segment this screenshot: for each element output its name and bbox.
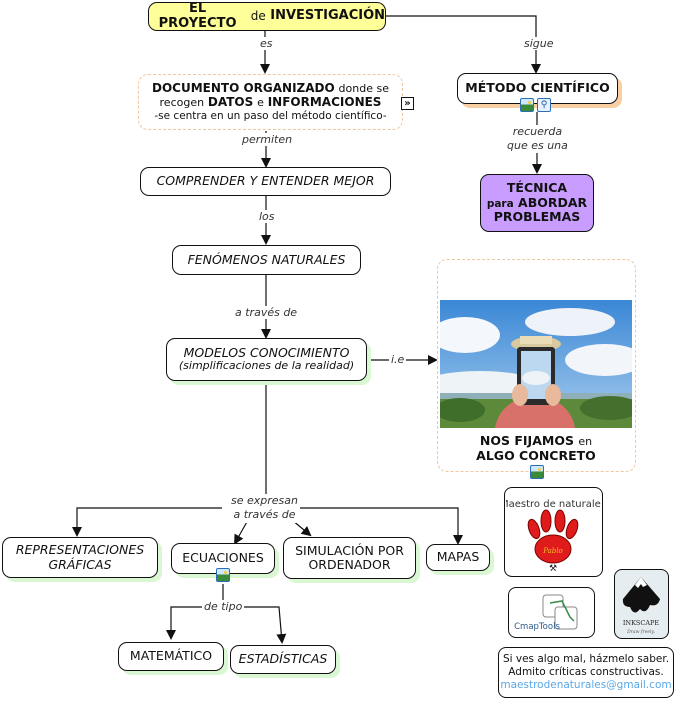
node-representaciones[interactable]: REPRESENTACIONES GRÁFICAS [2,537,158,578]
node-proyecto[interactable]: EL PROYECTO de INVESTIGACIÓN [148,1,386,31]
image-resource-icon[interactable] [520,98,534,112]
node-mapas[interactable]: MAPAS [426,544,490,571]
node-matematico[interactable]: MATEMÁTICO [118,642,224,671]
node-estadisticas[interactable]: ESTADÍSTICAS [230,645,336,674]
link-label-se-expresan: se expresan a través de [229,494,300,523]
expand-nested-icon[interactable]: » [401,97,414,110]
link-label-recuerda: recuerda que es una [505,125,570,153]
link-label-de-tipo: de tipo [202,600,245,614]
node-concreto-label: NOS FIJAMOS en ALGO CONCRETO [476,433,596,463]
footer-note: Si ves algo mal, házmelo saber. Admito c… [498,647,674,698]
link-to-ecuaciones [234,519,249,545]
link-label-sigue: sigue [522,37,556,51]
logo-inkscape-tagline: Draw freely. [626,629,655,635]
node-simulacion[interactable]: SIMULACIÓN POR ORDENADOR [283,537,416,579]
link-to-mapas [300,507,463,545]
link-label-es: es [258,37,275,51]
logo-inkscape-name: INKSCAPE [623,619,660,627]
link-to-representaciones [72,507,222,537]
link-label-ie: i.e [389,353,407,367]
link-label-los: los [257,210,277,224]
logo-inkscape[interactable]: INKSCAPE Draw freely. [614,569,669,639]
pickaxe-icon: ⚒ [549,564,557,574]
logo-maestro-text: Maestro de naturales [506,499,601,510]
email-link[interactable]: maestrodenaturales@gmail.com [500,679,672,692]
link-to-estadisticas [242,606,287,644]
image-resource-icon[interactable] [530,465,544,479]
concept-map-resource-icon[interactable]: ⚲ [537,98,551,112]
logo-cmaptools-text: CmapTools [514,622,560,632]
link-label-a-traves-de: a través de [233,306,300,320]
logo-maestro-de-naturales[interactable]: Maestro de naturales Pablo ⚒ [504,487,603,577]
node-tecnica[interactable]: TÉCNICA para ABORDAR PROBLEMAS [480,174,594,232]
node-fenomenos[interactable]: FENÓMENOS NATURALES [172,245,361,275]
node-comprender[interactable]: COMPRENDER Y ENTENDER MEJOR [140,167,391,196]
image-resource-icon[interactable] [216,568,230,582]
link-to-matematico [166,606,204,640]
node-documento[interactable]: DOCUMENTO ORGANIZADO donde se recogen DA… [138,74,403,130]
link-label-permiten: permiten [240,133,295,147]
photo-person-tablet [440,300,632,428]
node-modelos[interactable]: MODELOS CONOCIMIENTO (simplificaciones d… [166,338,367,381]
link-sigue [386,15,541,74]
logo-maestro-badge: Pablo [542,547,563,555]
logo-cmaptools[interactable]: CmapTools [508,587,595,638]
